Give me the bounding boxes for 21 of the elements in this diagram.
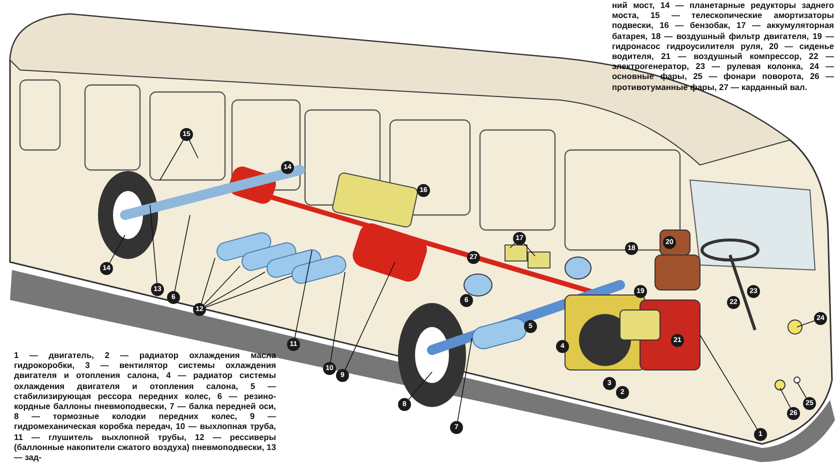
leader-line <box>204 266 240 306</box>
leader-line <box>294 250 312 339</box>
leader-line <box>457 338 472 422</box>
leader-line <box>344 262 396 370</box>
leader-line <box>780 388 791 408</box>
parts-legend-text: ний мост, 14 — планетарные редукторы заднего моста, 15 — телескопические амортизаторы подвески, 16 — бензобак, 17 — аккумуляторная батарея, 18 — воздушный фильтр двигателя, 19 — гидронасос гидроусилителя руля, 20 — сиденье водителя, 21 — воздушный компрессор, 22 — электрогенератор, 23 — рулевая колонка, 24 — основные фары, 25 — фонари поворота, 26 — противотуманные фары, 27 — карданный вал. <box>612 0 834 92</box>
leader-line <box>200 258 216 304</box>
leader-line <box>700 334 758 430</box>
leader-line <box>408 372 432 400</box>
leader-line <box>204 272 266 307</box>
leader-line <box>510 242 516 248</box>
leader-line <box>150 204 158 284</box>
leader-line <box>796 320 815 328</box>
leader-line <box>330 272 346 362</box>
leader-line <box>205 276 292 308</box>
leader-line <box>174 214 190 292</box>
leader-line <box>796 382 807 398</box>
leader-line <box>523 242 536 256</box>
leader-line <box>188 140 198 158</box>
leader-line <box>109 234 126 264</box>
leader-line <box>160 140 184 180</box>
